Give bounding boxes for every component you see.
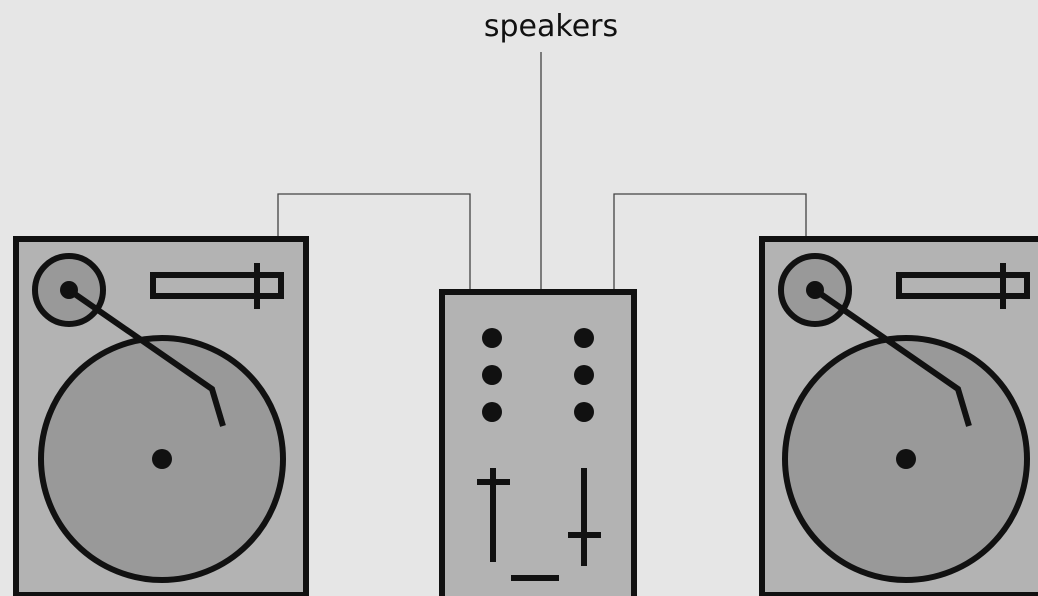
wire-right-deck-to-mixer (613, 193, 807, 292)
speakers-label: speakers (484, 9, 618, 44)
mixer-body (439, 289, 637, 596)
mixer-knob-right-2 (574, 365, 594, 385)
turntable-left-pitch-slot (150, 272, 284, 299)
mixer-knob-left-2 (482, 365, 502, 385)
mixer-fader-right (568, 468, 601, 566)
wires (277, 52, 807, 292)
wire-left-deck-to-mixer (277, 193, 471, 292)
mixer-knob-left-3 (482, 402, 502, 422)
mixer-knob-left-1 (482, 328, 502, 348)
mixer-fader-left (477, 468, 510, 562)
turntable-right (759, 236, 1038, 596)
mixer-knob-right-3 (574, 402, 594, 422)
turntable-left-spindle (152, 449, 172, 469)
mixer (439, 289, 637, 596)
turntable-right-pitch-slot (896, 272, 1030, 299)
mixer-knob-right-1 (574, 328, 594, 348)
turntable-right-tonearm (813, 287, 972, 427)
turntable-left-tonearm (67, 287, 226, 427)
turntable-right-spindle (896, 449, 916, 469)
turntable-left (13, 236, 309, 596)
